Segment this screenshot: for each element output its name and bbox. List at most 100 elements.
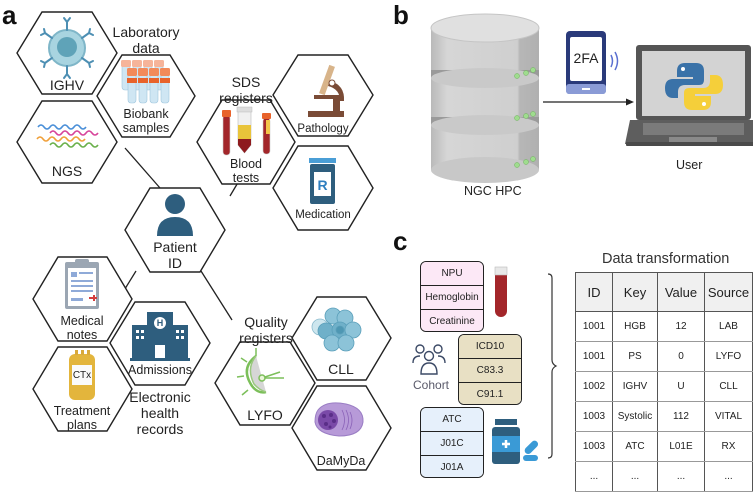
label-ighv: IGHV bbox=[49, 77, 85, 93]
label-blood-tests: Blood tests bbox=[230, 157, 262, 185]
group-ehr-line3: records bbox=[136, 421, 184, 437]
dna-sequences-icon bbox=[36, 124, 99, 148]
medicine-bottle-icon bbox=[492, 419, 520, 464]
table-cell: LAB bbox=[704, 311, 753, 342]
label-blood-tests-line2: tests bbox=[232, 171, 260, 185]
biobank-tubes-icon bbox=[121, 60, 170, 104]
cll-cells-icon bbox=[311, 307, 362, 352]
hex-ngs bbox=[16, 100, 118, 184]
cohort-label: Cohort bbox=[413, 378, 450, 392]
label-blood-tests-line1: Blood bbox=[230, 157, 262, 171]
label-biobank-line1: Biobank bbox=[123, 107, 169, 121]
table-cell: 1003 bbox=[575, 401, 613, 432]
table-cell: IGHV bbox=[612, 371, 658, 402]
label-damyda: DaMyDa bbox=[316, 454, 366, 468]
group-ehr-line1: Electronic bbox=[129, 389, 191, 405]
header-id: ID bbox=[575, 272, 613, 312]
microscope-icon bbox=[308, 64, 345, 117]
table-cell: 1003 bbox=[575, 431, 613, 462]
table-cell: CLL bbox=[704, 371, 753, 402]
label-patient-id-line2: ID bbox=[168, 255, 182, 271]
table-cell: ATC bbox=[612, 431, 658, 462]
panel-b-letter: b bbox=[393, 0, 409, 30]
wireless-signal-icon bbox=[610, 51, 619, 71]
label-ngs: NGS bbox=[51, 163, 83, 179]
table-cell: U bbox=[657, 371, 705, 402]
table-cell: ... bbox=[575, 461, 613, 492]
hospital-icon bbox=[130, 312, 190, 361]
pills-icon bbox=[523, 440, 539, 461]
panel-c-letter: c bbox=[393, 226, 408, 256]
connector-line bbox=[124, 147, 161, 189]
table-cell: ... bbox=[657, 461, 705, 492]
group-electronic-health-records: Electronic health records bbox=[129, 389, 190, 437]
table-cell: 1001 bbox=[575, 341, 613, 372]
curly-brace bbox=[547, 273, 558, 459]
group-laboratory-data-line1: Laboratory bbox=[112, 24, 180, 40]
table-cell: Systolic bbox=[612, 401, 658, 432]
table-cell: L01E bbox=[657, 431, 705, 462]
label-medication: Medication bbox=[295, 209, 351, 221]
group-quality-registers: Quality registers bbox=[239, 314, 293, 346]
label-admissions: Admissions bbox=[128, 363, 192, 377]
label-treatment-plans-line2: plans bbox=[67, 418, 97, 432]
person-icon bbox=[157, 194, 193, 236]
diagnosis-code-cell: C83.3 bbox=[459, 358, 521, 382]
table-cell: 0 bbox=[657, 341, 705, 372]
table-cell: ... bbox=[704, 461, 753, 492]
python-logo-icon bbox=[665, 63, 723, 110]
panel-a-diagram: R bbox=[16, 11, 392, 471]
table-cell: VITAL bbox=[704, 401, 753, 432]
label-treatment-plans-line1: Treatment bbox=[53, 404, 111, 418]
table-cell: LYFO bbox=[704, 341, 753, 372]
diagnosis-codes-box: ICD10 C83.3 C91.1 bbox=[458, 334, 522, 405]
header-value: Value bbox=[657, 272, 705, 312]
table-cell: ... bbox=[612, 461, 658, 492]
phone-2fa-label: 2FA bbox=[573, 50, 599, 66]
connector-line bbox=[200, 270, 233, 321]
label-treatment-plans: Treatment plans bbox=[54, 404, 111, 432]
label-pathology: Pathology bbox=[297, 123, 349, 135]
drug-code-cell: J01A bbox=[421, 455, 483, 477]
diagnosis-code-cell: C91.1 bbox=[459, 382, 521, 404]
label-lyfo: LYFO bbox=[247, 407, 283, 423]
table-cell: 1002 bbox=[575, 371, 613, 402]
table-cell: 112 bbox=[657, 401, 705, 432]
rx-bottle-icon: R bbox=[309, 158, 336, 204]
label-patient-id-line1: Patient bbox=[153, 239, 197, 255]
plasma-cell-icon bbox=[314, 402, 364, 437]
blood-tubes-icon bbox=[222, 106, 271, 156]
label-medical-notes-line1: Medical bbox=[60, 314, 104, 328]
header-key: Key bbox=[612, 272, 658, 312]
group-sds-registers-line2: registers bbox=[219, 90, 273, 106]
lab-code-cell: Hemoglobin bbox=[421, 285, 483, 309]
panel-c-icons bbox=[412, 266, 558, 464]
lab-codes-box: NPU Hemoglobin Creatinine bbox=[420, 261, 484, 332]
cohort-icon bbox=[412, 344, 446, 375]
rx-symbol: R bbox=[317, 177, 327, 193]
label-biobank-line2: samples bbox=[122, 121, 170, 135]
label-cll: CLL bbox=[328, 361, 354, 377]
group-quality-registers-line2: registers bbox=[239, 330, 293, 346]
server-label: NGC HPC bbox=[464, 184, 522, 198]
group-ehr-line2: health bbox=[140, 405, 180, 421]
drug-code-cell: J01C bbox=[421, 431, 483, 455]
diagnosis-code-cell: ICD10 bbox=[459, 335, 521, 358]
table-title: Data transformation bbox=[602, 251, 730, 267]
phone-2fa-icon bbox=[566, 31, 606, 94]
user-label: User bbox=[676, 158, 703, 172]
label-medical-notes-line2: notes bbox=[66, 328, 98, 342]
group-sds-registers: SDS registers bbox=[219, 74, 273, 106]
table-row: ............ bbox=[575, 461, 753, 492]
lab-code-cell: Creatinine bbox=[421, 309, 483, 331]
table-cell: PS bbox=[612, 341, 658, 372]
b-cell-icon bbox=[40, 17, 94, 79]
label-medical-notes: Medical notes bbox=[60, 314, 103, 342]
